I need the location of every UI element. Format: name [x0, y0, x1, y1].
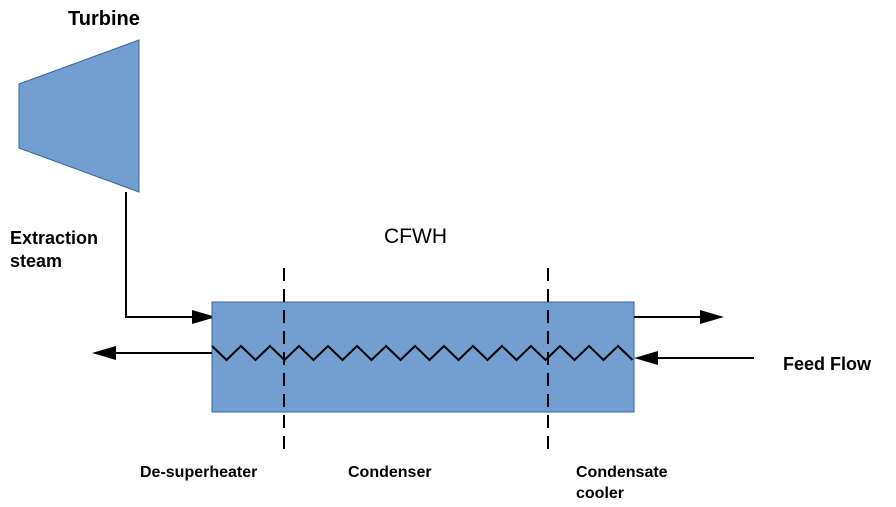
condensate-cooler-label-line1: Condensate [576, 464, 668, 481]
drain-outlet-arrowhead [700, 310, 724, 324]
turbine-shape [18, 39, 140, 193]
cfwh-label: CFWH [384, 225, 447, 248]
feed-flow-outlet-arrowhead [92, 346, 116, 360]
feed-flow-inlet-arrowhead [634, 351, 658, 365]
extraction-steam-arrowhead [192, 310, 216, 324]
extraction-steam-line [125, 192, 212, 318]
extraction-steam-label-line2: steam [10, 251, 62, 271]
condensate-cooler-label-line2: cooler [576, 485, 624, 502]
feed-flow-label: Feed Flow [783, 354, 872, 374]
turbine-label: Turbine [68, 8, 140, 30]
desuperheater-label: De-superheater [140, 464, 257, 481]
tube-bundle-zigzag [211, 344, 634, 362]
condenser-label: Condenser [348, 464, 432, 481]
extraction-steam-label-line1: Extraction [10, 228, 98, 248]
